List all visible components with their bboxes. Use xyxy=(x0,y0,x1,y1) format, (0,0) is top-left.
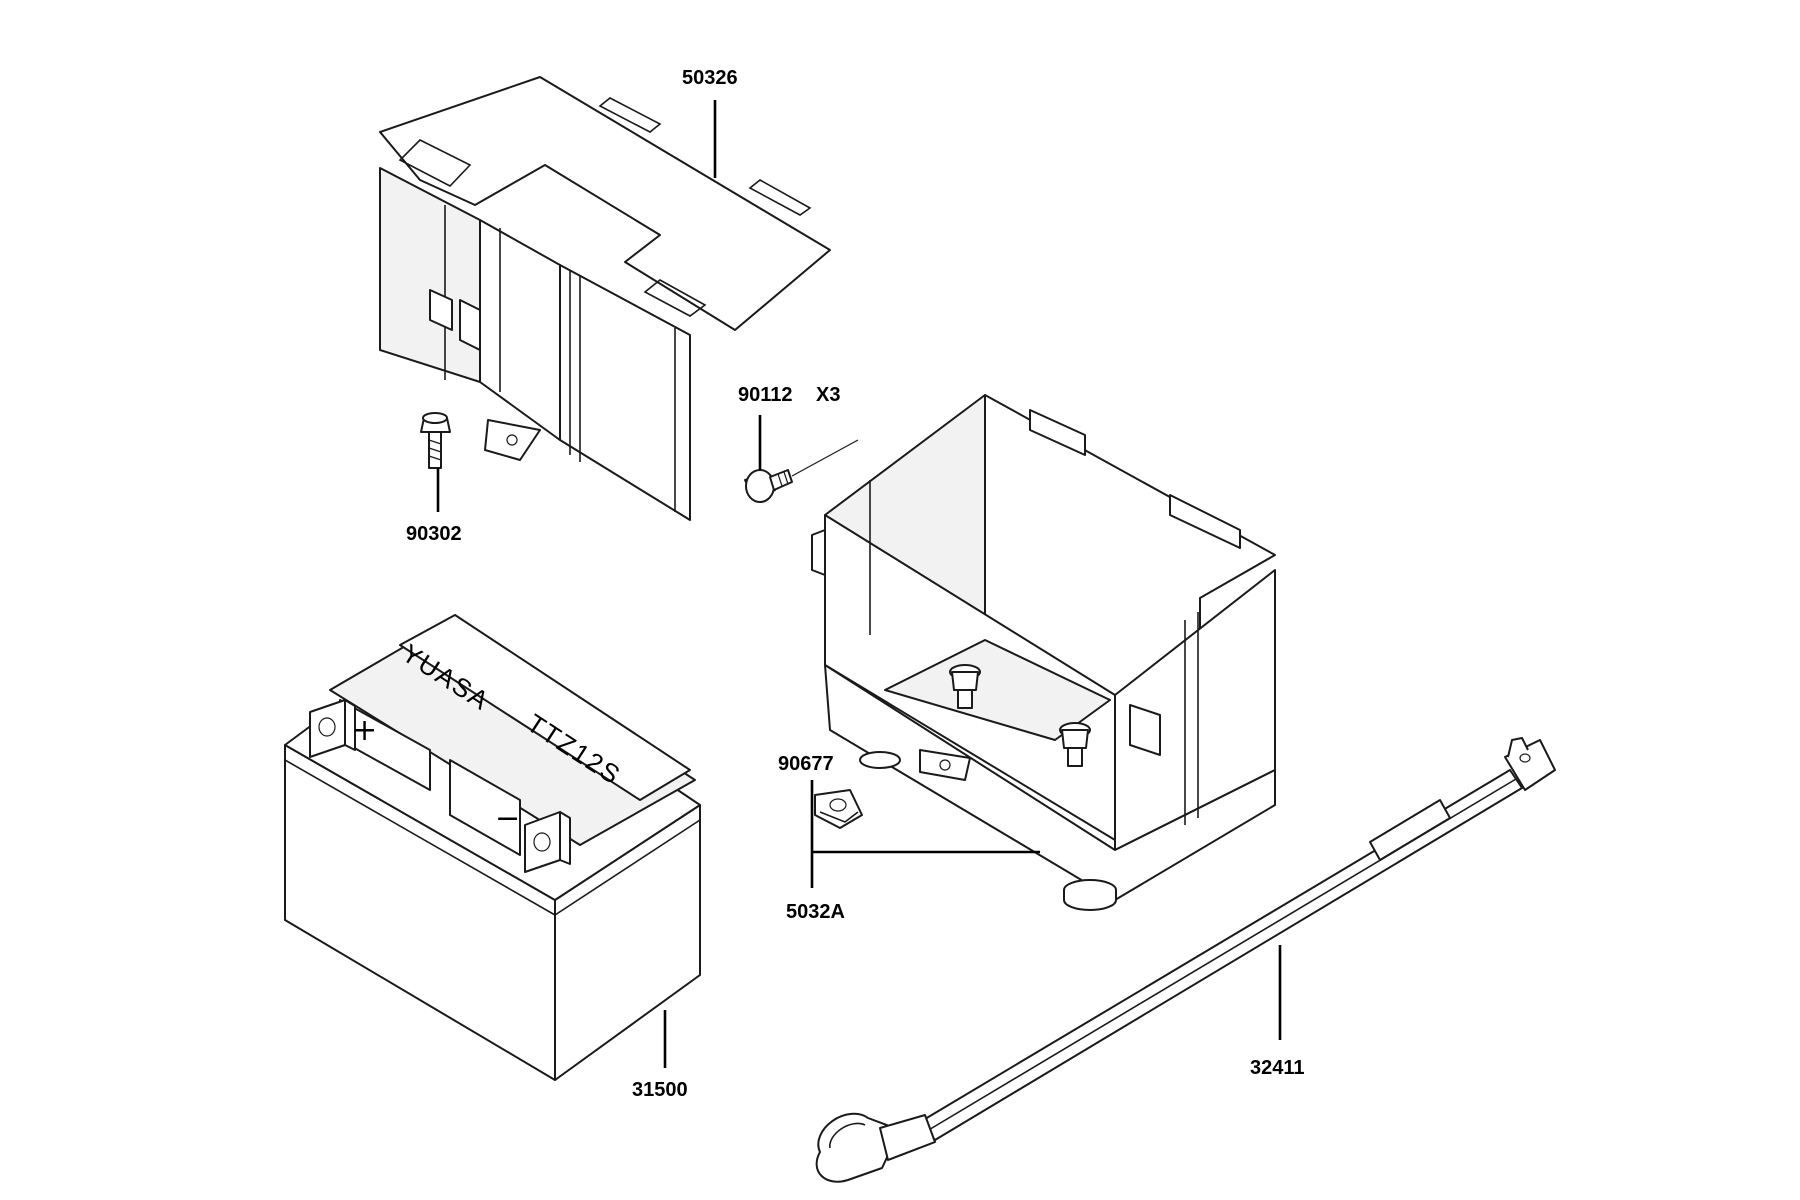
label-90112: 90112 xyxy=(738,384,793,406)
negative-terminal xyxy=(524,811,571,873)
negative-sign: − xyxy=(495,801,520,836)
label-90112-qty: X3 xyxy=(816,384,840,406)
battery-31500[interactable]: + − YUASA TTZ12S xyxy=(284,614,701,1081)
tray-bolt-left xyxy=(949,664,981,709)
label-90677: 90677 xyxy=(778,753,834,775)
bolt-90302[interactable] xyxy=(420,412,451,469)
label-90302: 90302 xyxy=(406,523,462,545)
bolt-90112[interactable] xyxy=(744,469,793,503)
battery-tray-5032A[interactable] xyxy=(811,394,1276,911)
positive-terminal xyxy=(309,699,356,758)
label-5032A: 5032A xyxy=(786,901,845,923)
leader-5032A xyxy=(810,850,1040,888)
battery-cover-50326[interactable] xyxy=(379,76,831,521)
label-50326: 50326 xyxy=(682,67,738,89)
label-31500: 31500 xyxy=(632,1079,688,1101)
tray-bolt-right xyxy=(1059,722,1091,767)
battery-strap-32411[interactable] xyxy=(815,737,1556,1183)
bolt-guide-line xyxy=(791,439,859,477)
positive-sign: + xyxy=(352,713,377,748)
clip-nut-90677[interactable] xyxy=(814,789,863,829)
label-32411: 32411 xyxy=(1250,1057,1305,1079)
